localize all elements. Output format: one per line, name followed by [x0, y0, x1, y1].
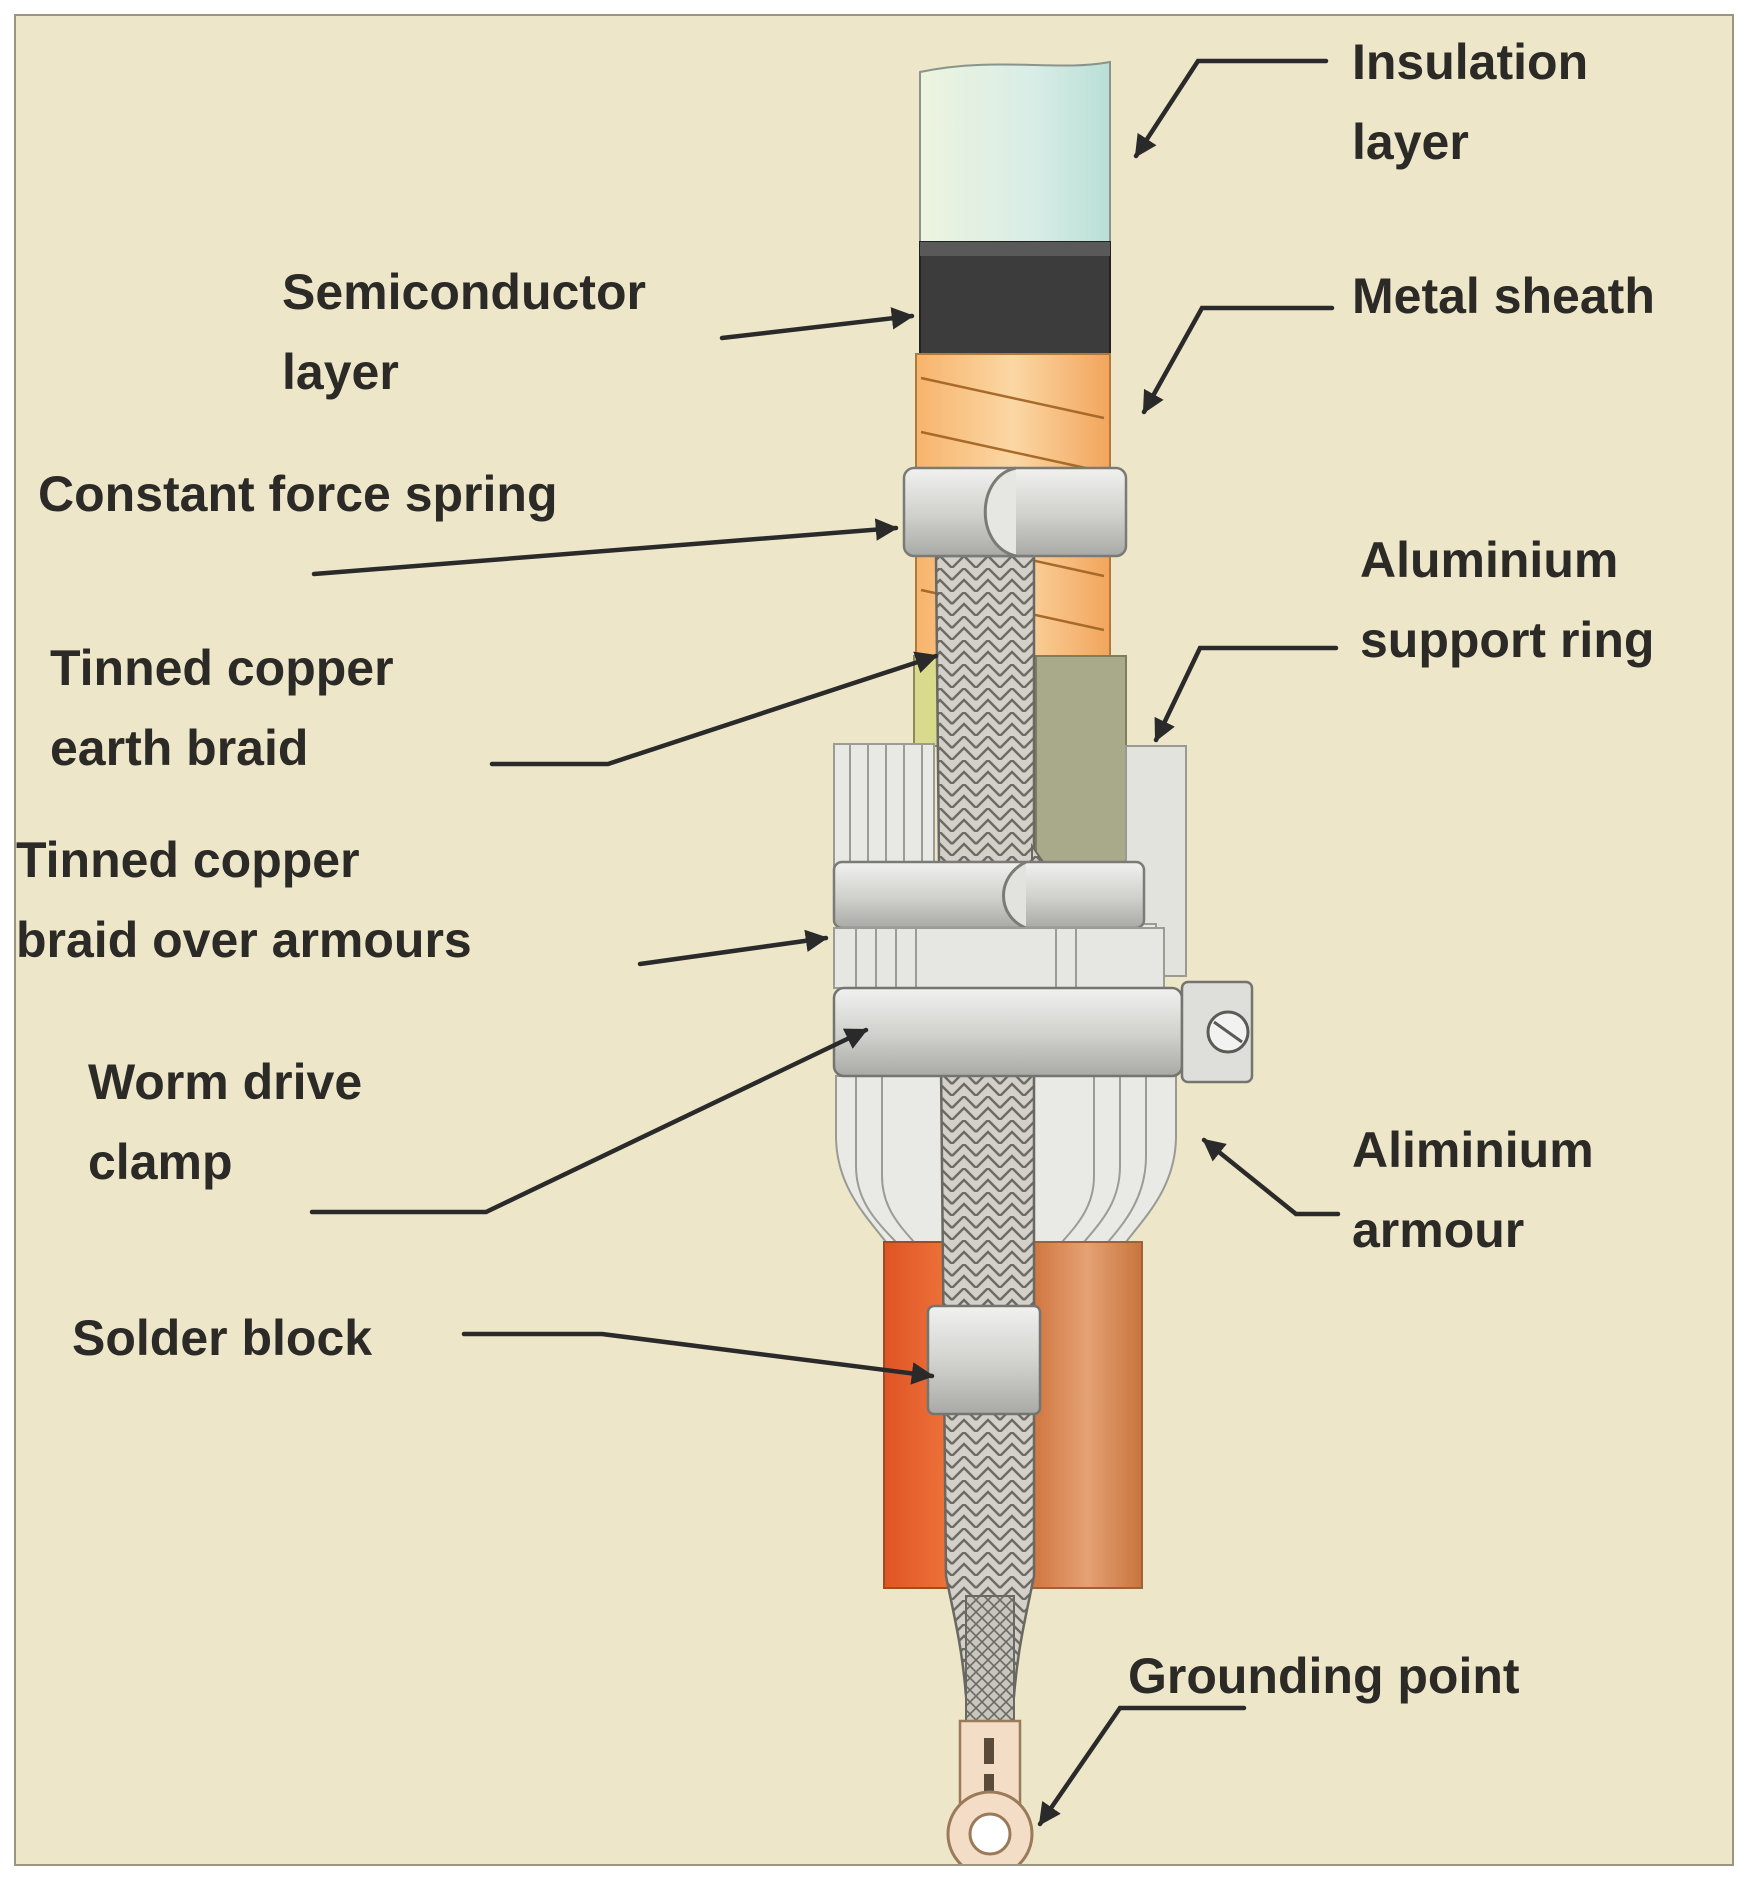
worm-drive-clamp-shape — [832, 980, 1254, 1084]
label-line: clamp — [88, 1134, 233, 1190]
label-line: armour — [1352, 1202, 1525, 1258]
semiconductor-layer-shape — [919, 241, 1111, 355]
label-semiconductor-layer: Semiconductor layer — [282, 252, 646, 412]
cable-termination-drawing — [309, 58, 1341, 1864]
label-aluminium-support-ring: Aluminium support ring — [1360, 520, 1654, 680]
label-line: layer — [1352, 114, 1469, 170]
label-line: Solder block — [72, 1310, 373, 1366]
label-line: Worm drive — [88, 1054, 363, 1110]
leader-braid-over-armours — [637, 929, 829, 967]
braid-over-armours-shape — [832, 860, 1165, 989]
solder-block-shape — [926, 1304, 1042, 1416]
label-line: Aluminium — [1360, 532, 1619, 588]
label-line: Insulation — [1352, 34, 1589, 90]
label-line: support ring — [1360, 612, 1655, 668]
label-constant-force-spring: Constant force spring — [38, 454, 557, 534]
label-line: Tinned copper — [16, 832, 360, 888]
leader-lines — [309, 58, 1341, 1827]
label-line: layer — [282, 344, 399, 400]
leader-solder-block — [461, 1331, 935, 1385]
label-line: Grounding point — [1128, 1648, 1520, 1704]
leader-earth-braid — [489, 651, 939, 767]
label-line: braid over armours — [16, 912, 472, 968]
label-solder-block: Solder block — [72, 1298, 372, 1378]
label-insulation-layer: Insulation layer — [1352, 22, 1588, 182]
leader-insulation — [1133, 58, 1329, 159]
label-line: Metal sheath — [1352, 268, 1655, 324]
label-line: Aliminium — [1352, 1122, 1594, 1178]
label-aliminium-armour: Aliminium armour — [1352, 1110, 1594, 1270]
leader-worm-drive-clamp — [309, 1027, 869, 1215]
label-line: earth braid — [50, 720, 309, 776]
label-tinned-copper-braid-over-armours: Tinned copper braid over armours — [16, 820, 472, 980]
leader-constant-force-spring — [311, 518, 899, 577]
label-line: Constant force spring — [38, 466, 558, 522]
leader-support-ring — [1153, 645, 1339, 743]
label-line: Tinned copper — [50, 640, 394, 696]
leader-grounding-point — [1037, 1705, 1247, 1827]
label-tinned-copper-earth-braid: Tinned copper earth braid — [50, 628, 394, 788]
leader-metal-sheath — [1141, 305, 1335, 415]
label-grounding-point: Grounding point — [1128, 1636, 1520, 1716]
label-line: Semiconductor — [282, 264, 646, 320]
insulation-layer-shape — [919, 60, 1111, 243]
constant-force-spring-shape — [902, 466, 1128, 558]
diagram-frame: Insulation layer Semiconductor layer Met… — [14, 14, 1734, 1866]
grounding-lug-shape — [946, 1719, 1034, 1864]
label-worm-drive-clamp: Worm drive clamp — [88, 1042, 362, 1202]
leader-semiconductor — [719, 307, 915, 341]
label-metal-sheath: Metal sheath — [1352, 256, 1655, 336]
leader-aluminium-armour — [1201, 1137, 1341, 1217]
